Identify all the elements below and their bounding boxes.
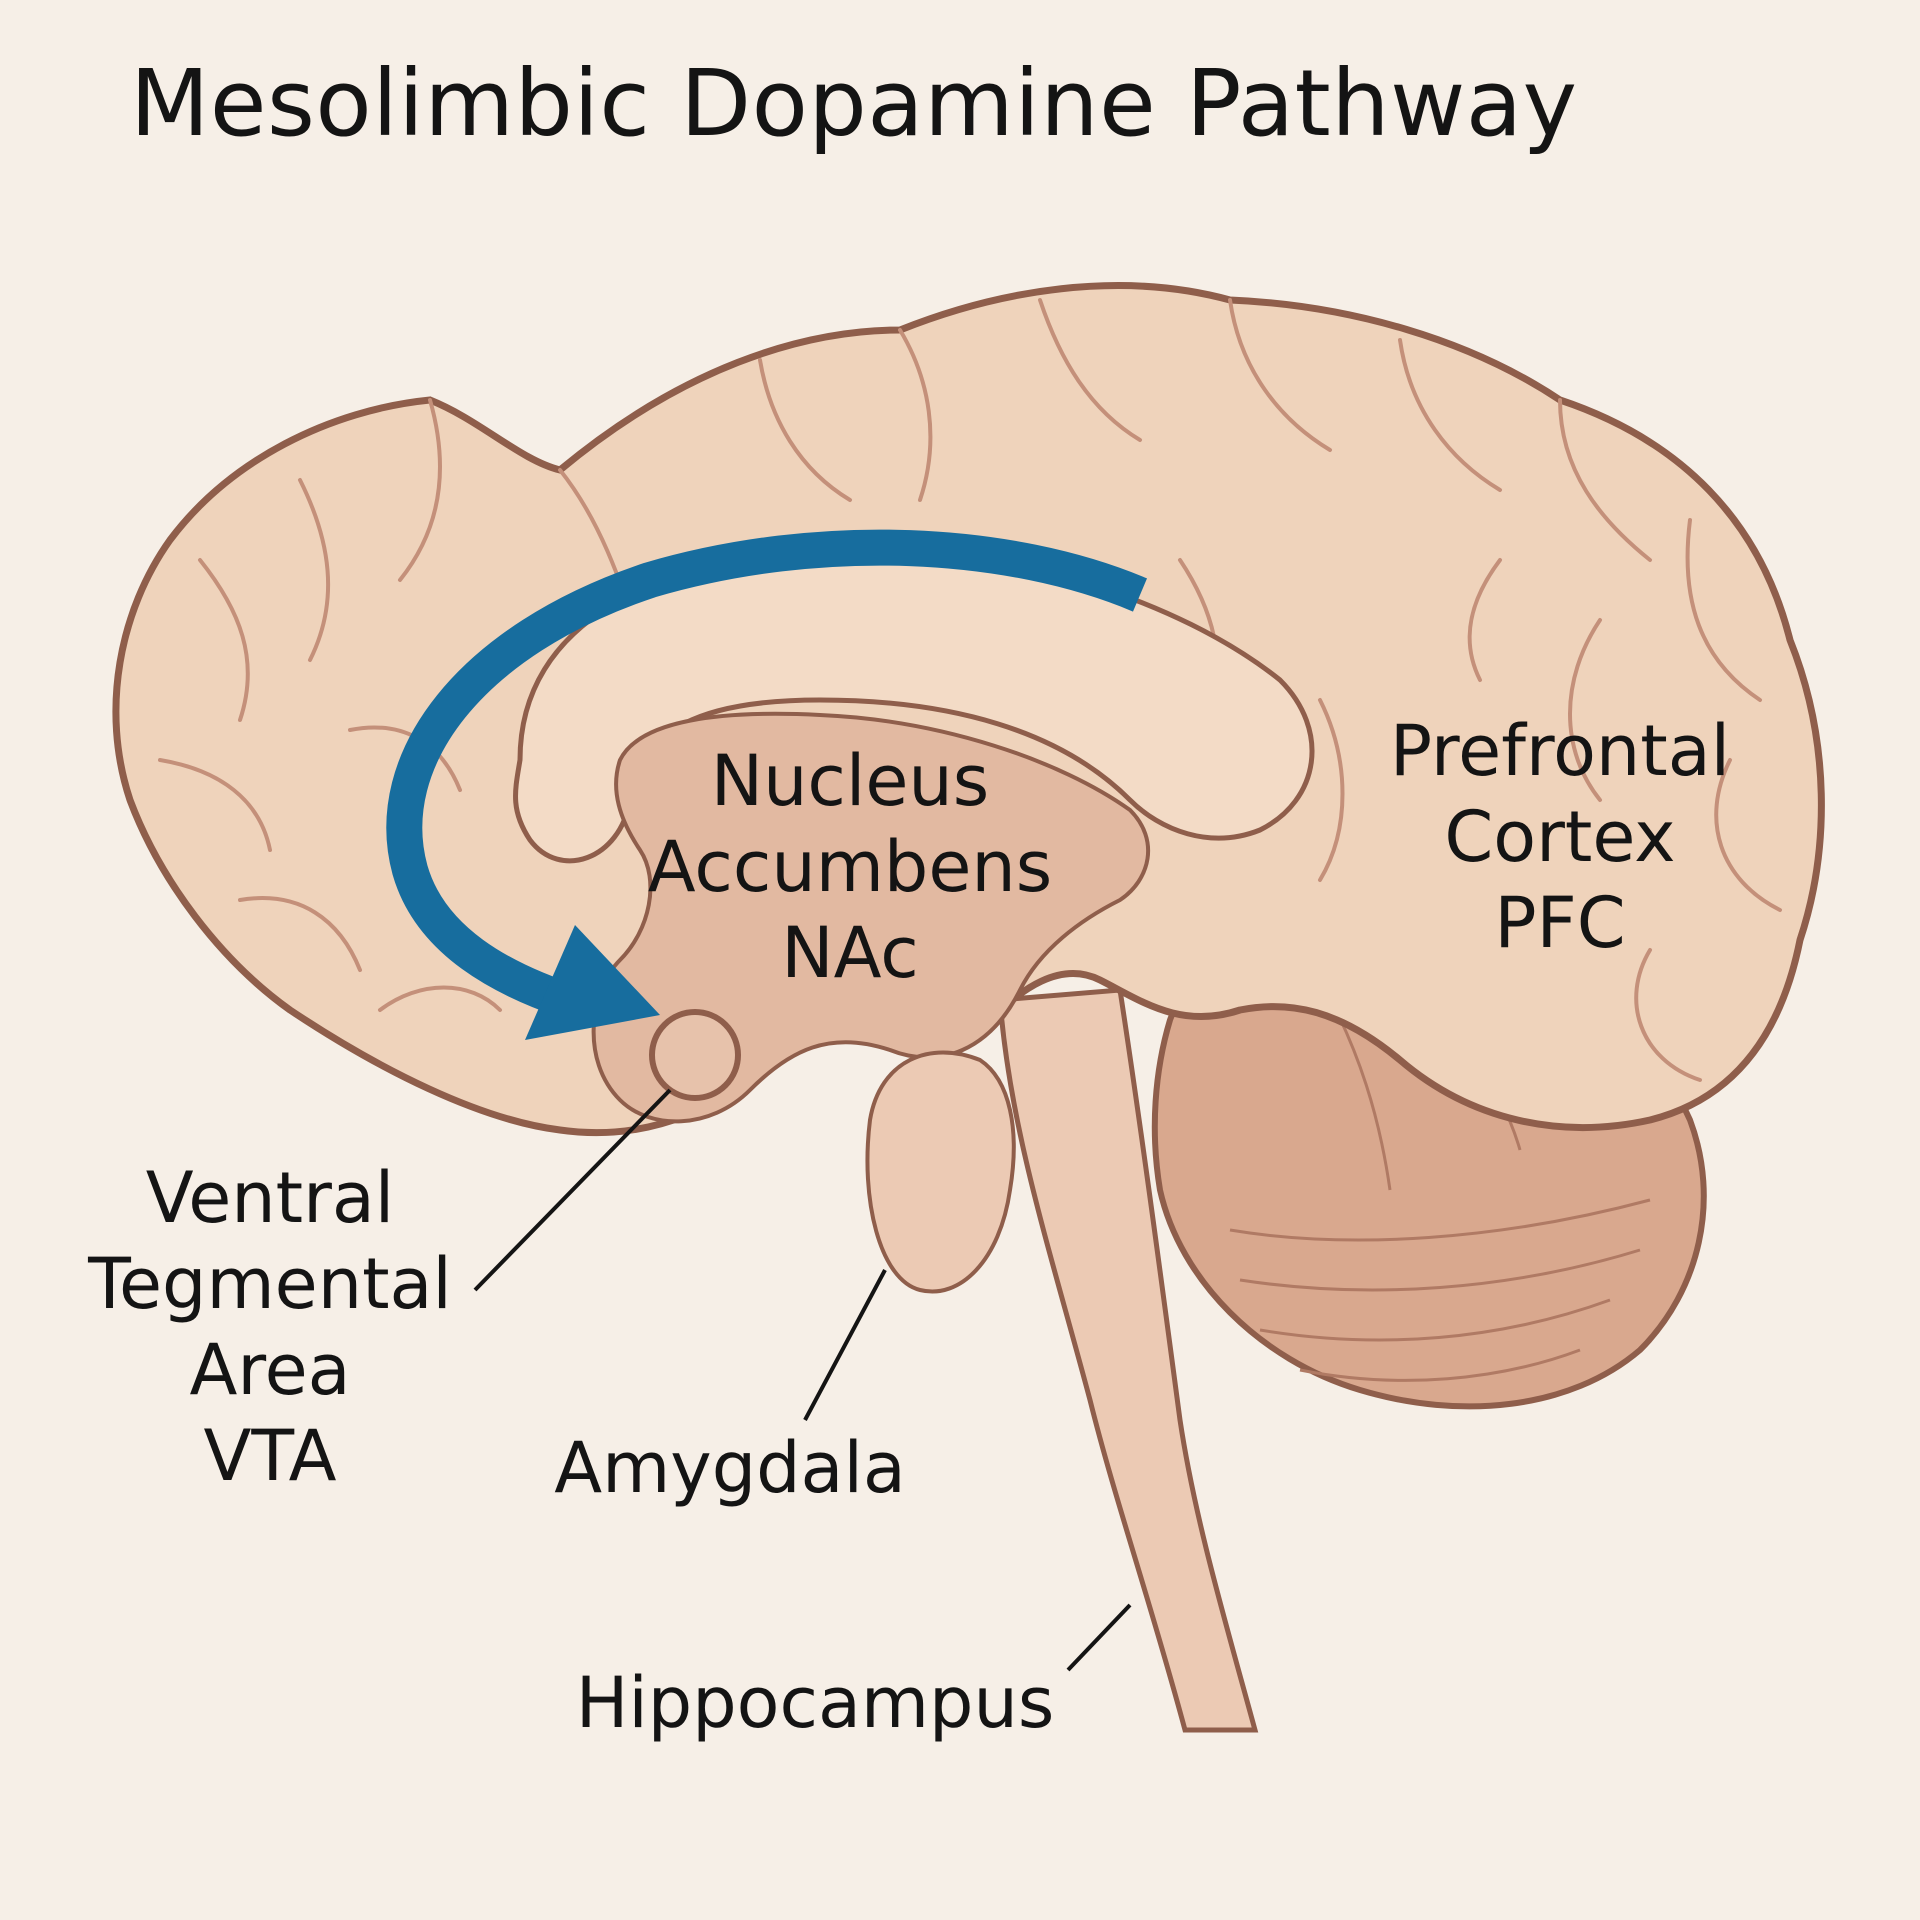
label-prefrontal-cortex: Prefrontal Cortex PFC	[1360, 708, 1760, 966]
pathway-arrow-icon	[386, 529, 1148, 1023]
pathway-arrowhead-icon	[525, 925, 660, 1040]
vta-line-1: Ventral	[145, 1157, 395, 1239]
vta-line-4: VTA	[203, 1415, 337, 1497]
label-amygdala: Amygdala	[554, 1427, 906, 1509]
nac-line-3: NAc	[781, 912, 919, 994]
cortical-folds	[158, 298, 1782, 1082]
nac-line-1: Nucleus	[710, 740, 990, 822]
midbrain-lobe	[865, 1050, 1016, 1294]
label-ventral-tegmental-area: Ventral Tegmental Area VTA	[60, 1155, 480, 1499]
nac-line-2: Accumbens	[647, 826, 1053, 908]
label-nucleus-accumbens: Nucleus Accumbens NAc	[640, 738, 1060, 996]
diagram-title: Mesolimbic Dopamine Pathway	[130, 50, 1578, 157]
amygdala-leader-line	[803, 1269, 887, 1421]
hippocampus-leader-line	[1066, 1603, 1132, 1672]
nucleus-accumbens-circle	[649, 1009, 741, 1101]
vta-line-2: Tegmental	[88, 1243, 452, 1325]
pfc-line-3: PFC	[1494, 882, 1626, 964]
brainstem	[997, 987, 1259, 1733]
pfc-line-1: Prefrontal	[1389, 710, 1731, 792]
vta-line-3: Area	[189, 1329, 351, 1411]
pfc-line-2: Cortex	[1444, 796, 1676, 878]
label-hippocampus: Hippocampus	[575, 1662, 1055, 1744]
vta-leader-line	[473, 1088, 672, 1292]
